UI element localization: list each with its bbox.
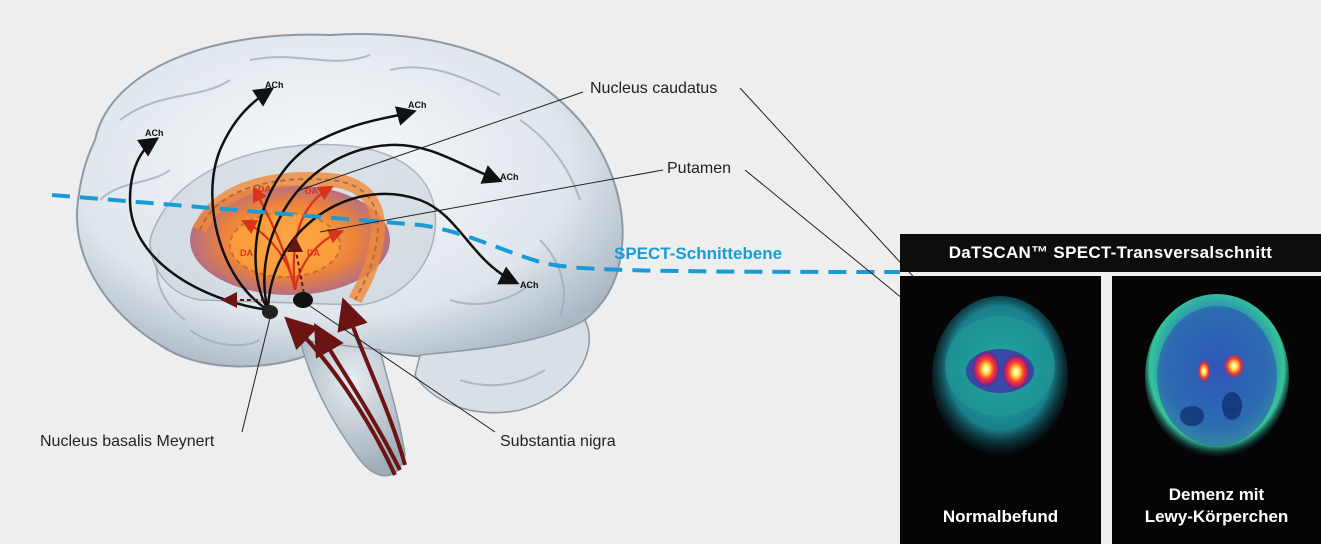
label-substantia-nigra: Substantia nigra — [500, 433, 616, 451]
scan-lewy-caption-line2: Lewy-Körperchen — [1112, 506, 1321, 528]
label-nucleus-caudatus: Nucleus caudatus — [590, 80, 717, 98]
panel-title: DaTSCAN™ SPECT-Transversalschnitt — [900, 234, 1321, 272]
ach-label: ACh — [265, 80, 284, 90]
label-nucleus-basalis: Nucleus basalis Meynert — [40, 433, 214, 451]
ach-label: ACh — [408, 100, 427, 110]
label-putamen: Putamen — [667, 160, 731, 178]
substantia-nigra-marker — [293, 292, 313, 308]
scan-normal: Normalbefund — [900, 276, 1101, 544]
scan-lewy: Demenz mit Lewy-Körperchen — [1112, 276, 1321, 544]
scan-lewy-caption-line1: Demenz mit — [1112, 484, 1321, 506]
ach-label: ACh — [500, 172, 519, 182]
ach-label: ACh — [145, 128, 164, 138]
ach-label: ACh — [520, 280, 539, 290]
label-spect-plane: SPECT-Schnittebene — [614, 244, 782, 264]
scan-normal-caption: Normalbefund — [900, 506, 1101, 528]
nucleus-basalis-marker — [262, 305, 278, 319]
da-label: DA — [307, 248, 320, 258]
scan-normal-image — [900, 276, 1101, 544]
da-label: DA — [240, 248, 253, 258]
